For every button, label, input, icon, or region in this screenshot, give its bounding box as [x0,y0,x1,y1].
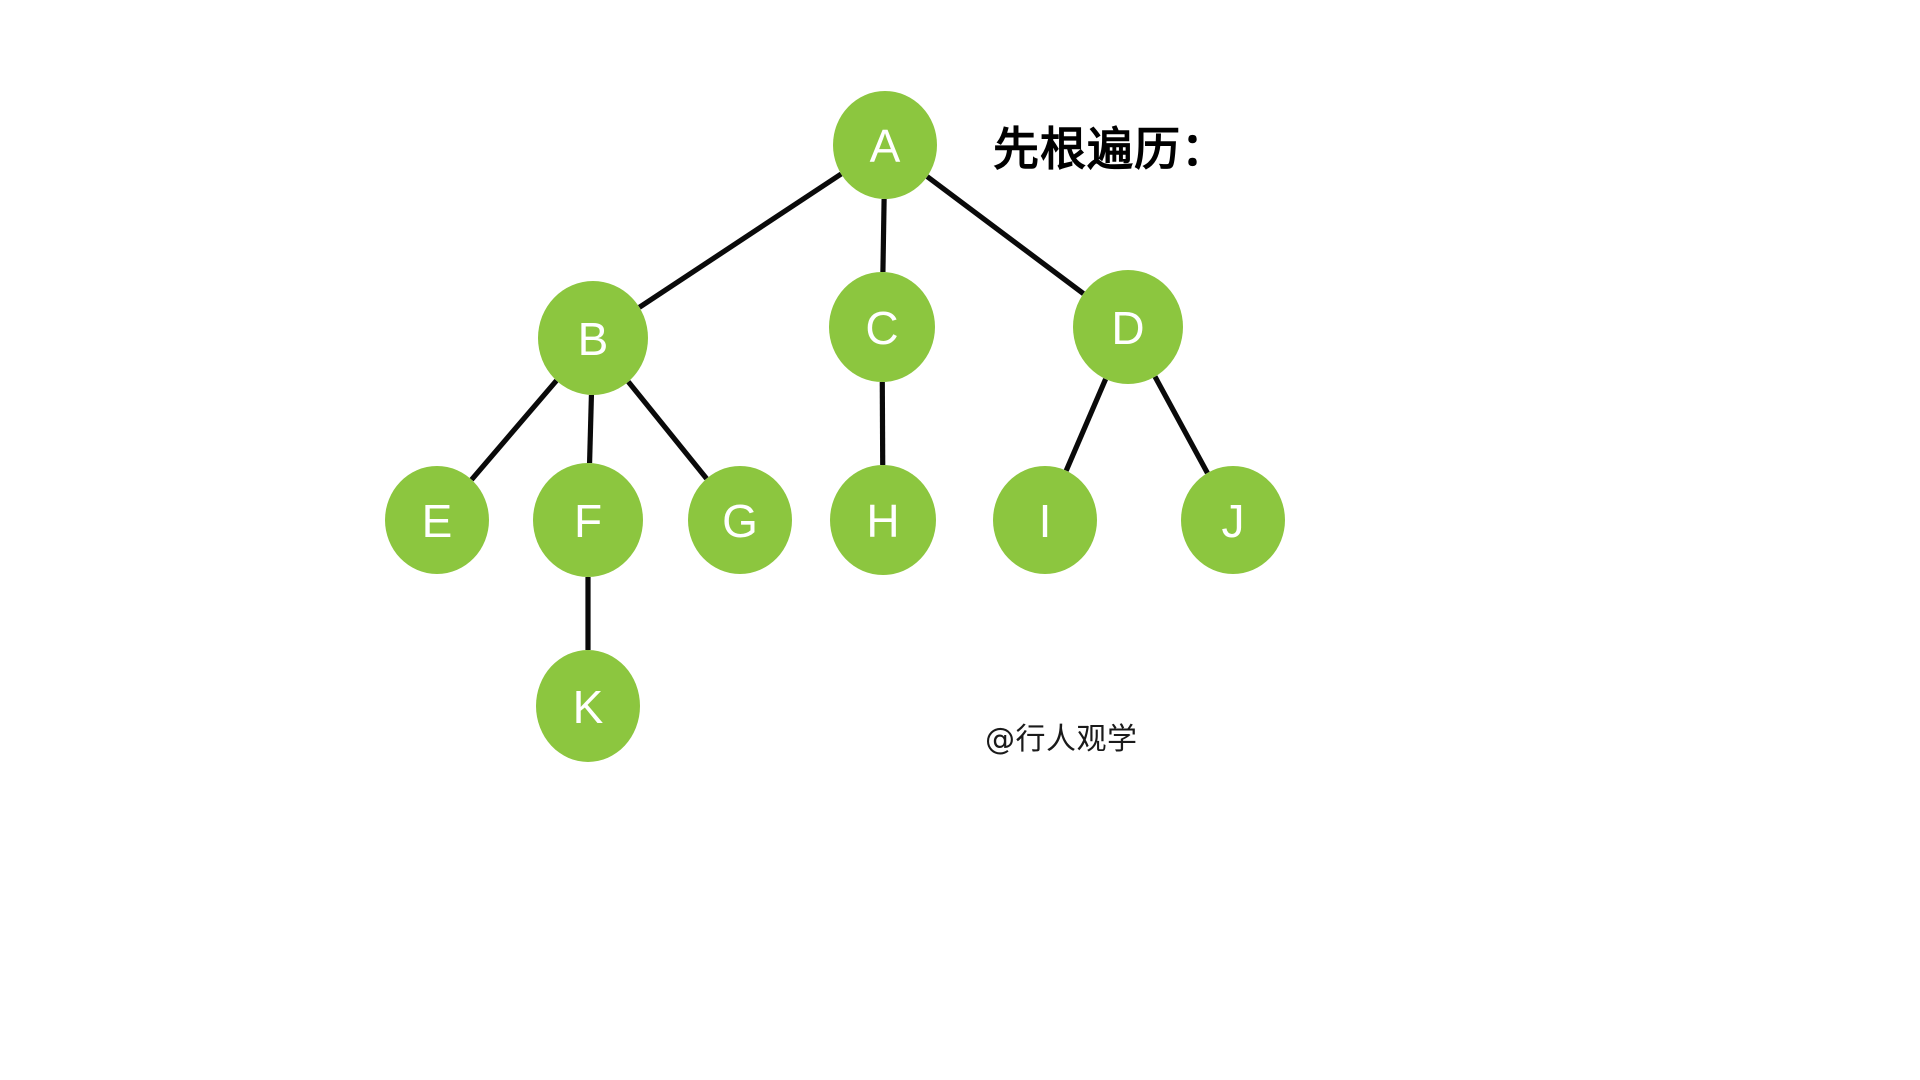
watermark-label: @行人观学 [985,722,1138,757]
page-title: 先根遍历： [993,122,1228,176]
tree-node-label-b: B [578,313,609,365]
tree-edge-b-g [626,380,709,481]
tree-node-circle-b [538,281,648,395]
edge-layer [469,171,1210,650]
tree-node-f[interactable]: F [533,463,643,577]
tree-edge-a-c [880,198,887,273]
tree-node-label-i: I [1039,495,1052,547]
tree-node-circle-a [833,91,937,199]
tree-node-label-e: E [422,495,453,547]
tree-node-circle-c [829,272,935,382]
tree-node-label-k: K [573,681,604,733]
tree-node-circle-k [536,650,640,762]
tree-node-d[interactable]: D [1073,270,1183,384]
tree-node-label-h: H [866,495,899,547]
tree-node-circle-j [1181,466,1285,574]
tree-node-label-d: D [1111,302,1144,354]
tree-edge-a-b [637,171,843,310]
tree-node-label-g: G [722,495,758,547]
tree-node-label-j: J [1222,495,1245,547]
tree-node-i[interactable]: I [993,466,1097,574]
tree-edge-b-e [469,378,559,482]
tree-node-e[interactable]: E [385,466,489,574]
tree-node-circle-i [993,466,1097,574]
tree-node-circle-d [1073,270,1183,384]
tree-node-circle-g [688,466,792,574]
tree-edge-a-d [925,174,1085,296]
tree-node-label-a: A [870,120,901,172]
tree-node-c[interactable]: C [829,272,935,382]
tree-node-circle-e [385,466,489,574]
tree-node-circle-h [830,465,936,575]
tree-node-b[interactable]: B [538,281,648,395]
node-layer: A B C D E F G H I J K [385,91,1285,762]
tree-edge-b-f [586,394,595,464]
tree-node-k[interactable]: K [536,650,640,762]
tree-node-j[interactable]: J [1181,466,1285,574]
tree-node-a[interactable]: A [833,91,937,199]
tree-node-h[interactable]: H [830,465,936,575]
tree-edge-d-i [1063,378,1108,472]
tree-node-label-c: C [865,302,898,354]
tree-node-g[interactable]: G [688,466,792,574]
tree-node-label-f: F [574,495,602,547]
tree-edge-d-j [1152,375,1210,475]
tree-node-circle-f [533,463,643,577]
